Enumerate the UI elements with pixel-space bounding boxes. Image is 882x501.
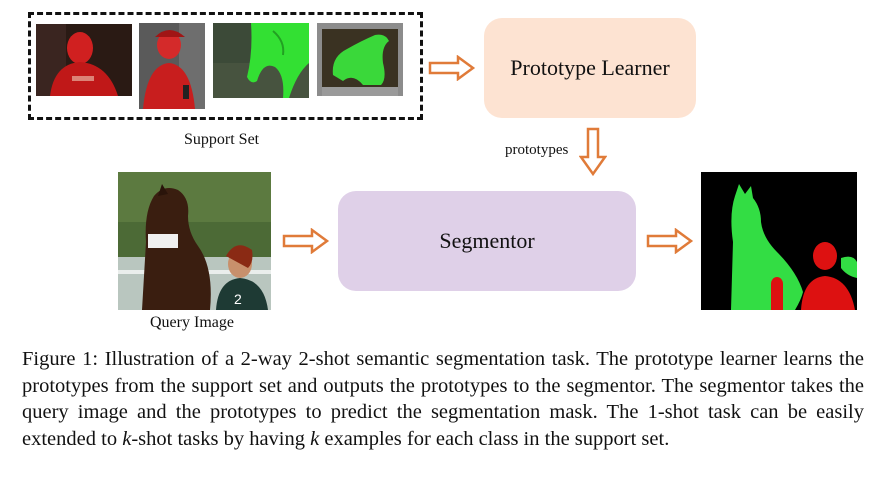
query-image-label: Query Image bbox=[150, 314, 234, 331]
caption-k-1: k bbox=[122, 427, 132, 450]
arrow-support-to-learner bbox=[428, 55, 476, 81]
segmentor-label: Segmentor bbox=[439, 228, 535, 253]
segmentation-mask-output bbox=[701, 172, 857, 310]
caption-text-3: examples for each class in the support s… bbox=[319, 427, 670, 450]
arrow-segmentor-to-mask bbox=[646, 228, 694, 254]
caption-k-2: k bbox=[310, 427, 320, 450]
figure-caption: Figure 1: Illustration of a 2-way 2-shot… bbox=[22, 346, 864, 452]
query-image: 2 bbox=[118, 172, 271, 310]
prototypes-label: prototypes bbox=[505, 142, 569, 158]
svg-text:2: 2 bbox=[234, 291, 242, 307]
caption-text-2: -shot tasks by having bbox=[131, 427, 311, 450]
support-image-person-1 bbox=[36, 24, 132, 96]
support-set-box bbox=[28, 12, 423, 120]
support-image-person-2 bbox=[139, 23, 205, 109]
arrow-learner-to-segmentor bbox=[579, 127, 607, 177]
support-set-label: Support Set bbox=[184, 131, 260, 148]
prototype-learner-label: Prototype Learner bbox=[510, 55, 670, 80]
arrow-query-to-segmentor bbox=[282, 228, 330, 254]
support-image-horse-1 bbox=[213, 23, 309, 98]
segmentor-box: Segmentor bbox=[338, 191, 636, 291]
prototype-learner-box: Prototype Learner bbox=[484, 18, 696, 118]
support-image-horse-2 bbox=[317, 23, 403, 96]
caption-text-1: Figure 1: Illustration of a 2-way 2-shot… bbox=[22, 348, 864, 450]
